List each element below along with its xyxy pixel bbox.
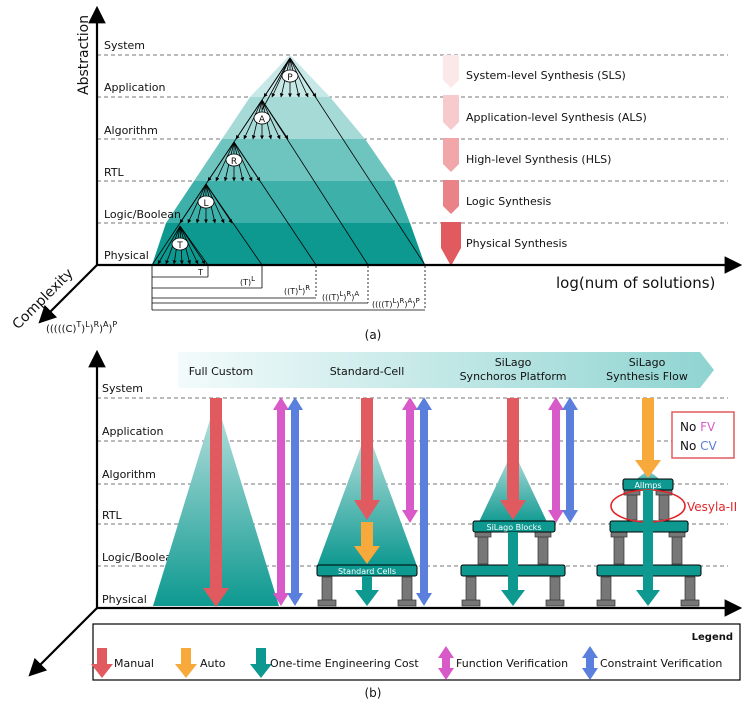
bracket-label-a: (((T)L)R)A (322, 290, 359, 302)
svg-text:T: T (197, 268, 203, 277)
cv-arrow-silago (562, 397, 578, 523)
synthesis-labels: System-level Synthesis (SLS) Application… (466, 69, 647, 250)
auto-arrows (354, 398, 661, 564)
flow-silago-2: SiLago (629, 356, 666, 369)
cv-arrow-full-custom (287, 397, 303, 606)
flow-synchoros: Synchoros Platform (460, 370, 567, 383)
axes-b (28, 349, 743, 677)
legend-fv-label: Function Verification (456, 657, 568, 670)
legend-fv-icon (438, 646, 454, 680)
legend-cv-icon (582, 646, 598, 680)
node-l-label: L (203, 199, 208, 209)
flow-band (178, 352, 714, 388)
diagram-a: P A R L T System Application Algorithm R… (10, 5, 743, 342)
fv-arrow-silago (548, 397, 564, 523)
node-r-label: R (231, 157, 237, 167)
bracket-label-l: (T)L (240, 275, 255, 287)
level-algorithm-a: Algorithm (104, 124, 158, 137)
legend-box (92, 623, 741, 681)
synthesis-hls: High-level Synthesis (HLS) (466, 153, 611, 166)
flow-full-custom: Full Custom (189, 365, 253, 378)
level-labels-a: System Application Algorithm RTL Logic/B… (104, 39, 181, 262)
axis-complexity (38, 264, 98, 324)
cost-arrow-synthesis (636, 490, 660, 606)
block-silago-blocks-label: SiLago Blocks (487, 523, 542, 532)
diagram-b: Full Custom Standard-Cell SiLago Synchor… (28, 349, 743, 700)
level-algorithm-b: Algorithm (102, 468, 156, 481)
level-physical-a: Physical (104, 249, 149, 262)
node-a (253, 111, 271, 125)
node-t-label: T (176, 241, 183, 251)
node-r (225, 153, 243, 167)
node-t (171, 237, 189, 251)
level-application-a: Application (104, 81, 165, 94)
legend-manual-label: Manual (114, 657, 154, 670)
caption-a: (a) (365, 328, 382, 342)
node-a-label: A (259, 115, 266, 125)
auto-arrow-standard-cell (354, 522, 380, 564)
level-rtl-a: RTL (104, 166, 125, 179)
flow-silago-1: SiLago (495, 356, 532, 369)
legend-items: Manual Auto One-time Engineering Cost Fu… (91, 646, 722, 680)
cost-arrow-silago (501, 532, 525, 606)
manual-arrows (203, 398, 526, 607)
manual-arrow-silago (500, 398, 526, 520)
level-application-b: Application (102, 425, 163, 438)
pillars (317, 489, 700, 607)
level-rtl-b: RTL (102, 509, 123, 522)
caption-b: (b) (365, 686, 382, 700)
auto-arrow-synthesis (635, 398, 661, 478)
level-labels-b: System Application Algorithm RTL Logic/B… (102, 382, 179, 606)
cost-arrows (355, 490, 660, 606)
solution-brackets: T (T)L ((T)L)R (((T)L)R)A ((((T)L)R)A)P (151, 266, 426, 311)
manual-arrow-full-custom (203, 398, 229, 607)
synthesis-als: Application-level Synthesis (ALS) (466, 111, 647, 124)
node-ellipses: P A R L T (171, 69, 299, 251)
no-fv-label: No FV (680, 420, 716, 434)
legend-manual-icon (91, 648, 113, 678)
node-p-label: P (287, 73, 293, 83)
fv-arrow-standard-cell (402, 397, 418, 523)
bracket-label-p: ((((T)L)R)A)P (372, 297, 420, 309)
axis-solutions-label: log(num of solutions) (556, 274, 715, 292)
bracket-label-t: T (197, 268, 203, 277)
no-verification-box (671, 411, 735, 459)
bracket-label-r: ((T)L)R (284, 284, 310, 296)
synthesis-sls: System-level Synthesis (SLS) (466, 69, 626, 82)
fv-arrow-full-custom (273, 397, 289, 606)
block-alimps-label: AlImps (634, 481, 661, 490)
cost-arrow-standard-cell (355, 576, 379, 606)
synthesis-physical: Physical Synthesis (466, 237, 568, 250)
block-standard-cells-label: Standard Cells (338, 567, 396, 576)
legend-title: Legend (692, 632, 733, 643)
level-logic-b: Logic/Boolean (102, 551, 179, 564)
level-system-b: System (102, 382, 143, 395)
level-physical-b: Physical (102, 593, 147, 606)
no-cv-label: No CV (680, 439, 718, 453)
axis-abstraction-label: Abstraction (76, 15, 92, 95)
complexity-formula: (((((C)T)L)R)A)P (46, 320, 117, 335)
manual-arrow-standard-cell (354, 398, 380, 520)
verification-arrows (273, 397, 578, 606)
synthesis-logic: Logic Synthesis (466, 195, 552, 208)
synthesis-arrow (441, 55, 461, 266)
legend-cost-icon (250, 648, 272, 678)
flow-standard-cell: Standard-Cell (330, 365, 405, 378)
flow-labels: Full Custom Standard-Cell SiLago Synchor… (189, 356, 688, 383)
axis-complexity-label: Complexity (10, 266, 77, 333)
level-logic-a: Logic/Boolean (104, 208, 181, 221)
legend-cv-label: Constraint Verification (600, 657, 722, 670)
vesyla-label: Vesyla-II (687, 500, 737, 514)
flow-synthesis: Synthesis Flow (606, 370, 688, 383)
pyramid-a (152, 55, 425, 265)
legend-auto-label: Auto (200, 657, 226, 670)
legend-cost-label: One-time Engineering Cost (270, 657, 419, 670)
node-l (197, 195, 215, 209)
legend-auto-icon (175, 648, 197, 678)
node-p (281, 69, 299, 83)
level-system-a: System (104, 39, 145, 52)
cv-arrow-standard-cell (416, 397, 432, 606)
